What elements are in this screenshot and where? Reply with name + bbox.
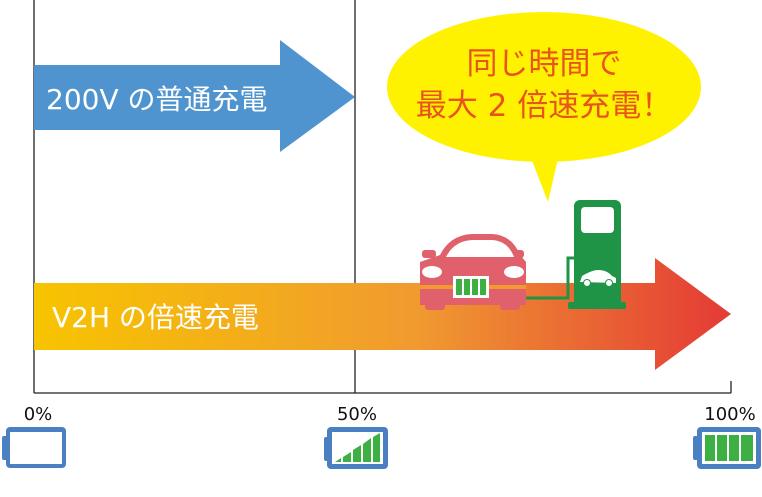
charging-cable	[520, 256, 575, 300]
normal-charge-arrow	[34, 40, 355, 152]
tick-label-100: 100%	[704, 404, 755, 425]
battery-empty-icon	[2, 427, 66, 468]
battery-full-icon	[693, 427, 761, 469]
car-icon	[420, 234, 526, 310]
normal-charge-label: 200V の普通充電	[46, 83, 268, 116]
bubble-line-1: 同じ時間で	[467, 46, 622, 82]
tick-label-0: 0%	[24, 404, 53, 425]
bubble-line-2: 最大 2 倍速充電！	[416, 88, 672, 124]
speech-bubble: 同じ時間で 最大 2 倍速充電！	[387, 12, 701, 202]
charger-icon	[568, 200, 626, 309]
tick-label-50: 50%	[337, 404, 377, 425]
battery-half-icon	[324, 427, 388, 469]
v2h-charge-arrow	[34, 258, 731, 370]
v2h-charge-label: V2H の倍速充電	[52, 301, 259, 334]
